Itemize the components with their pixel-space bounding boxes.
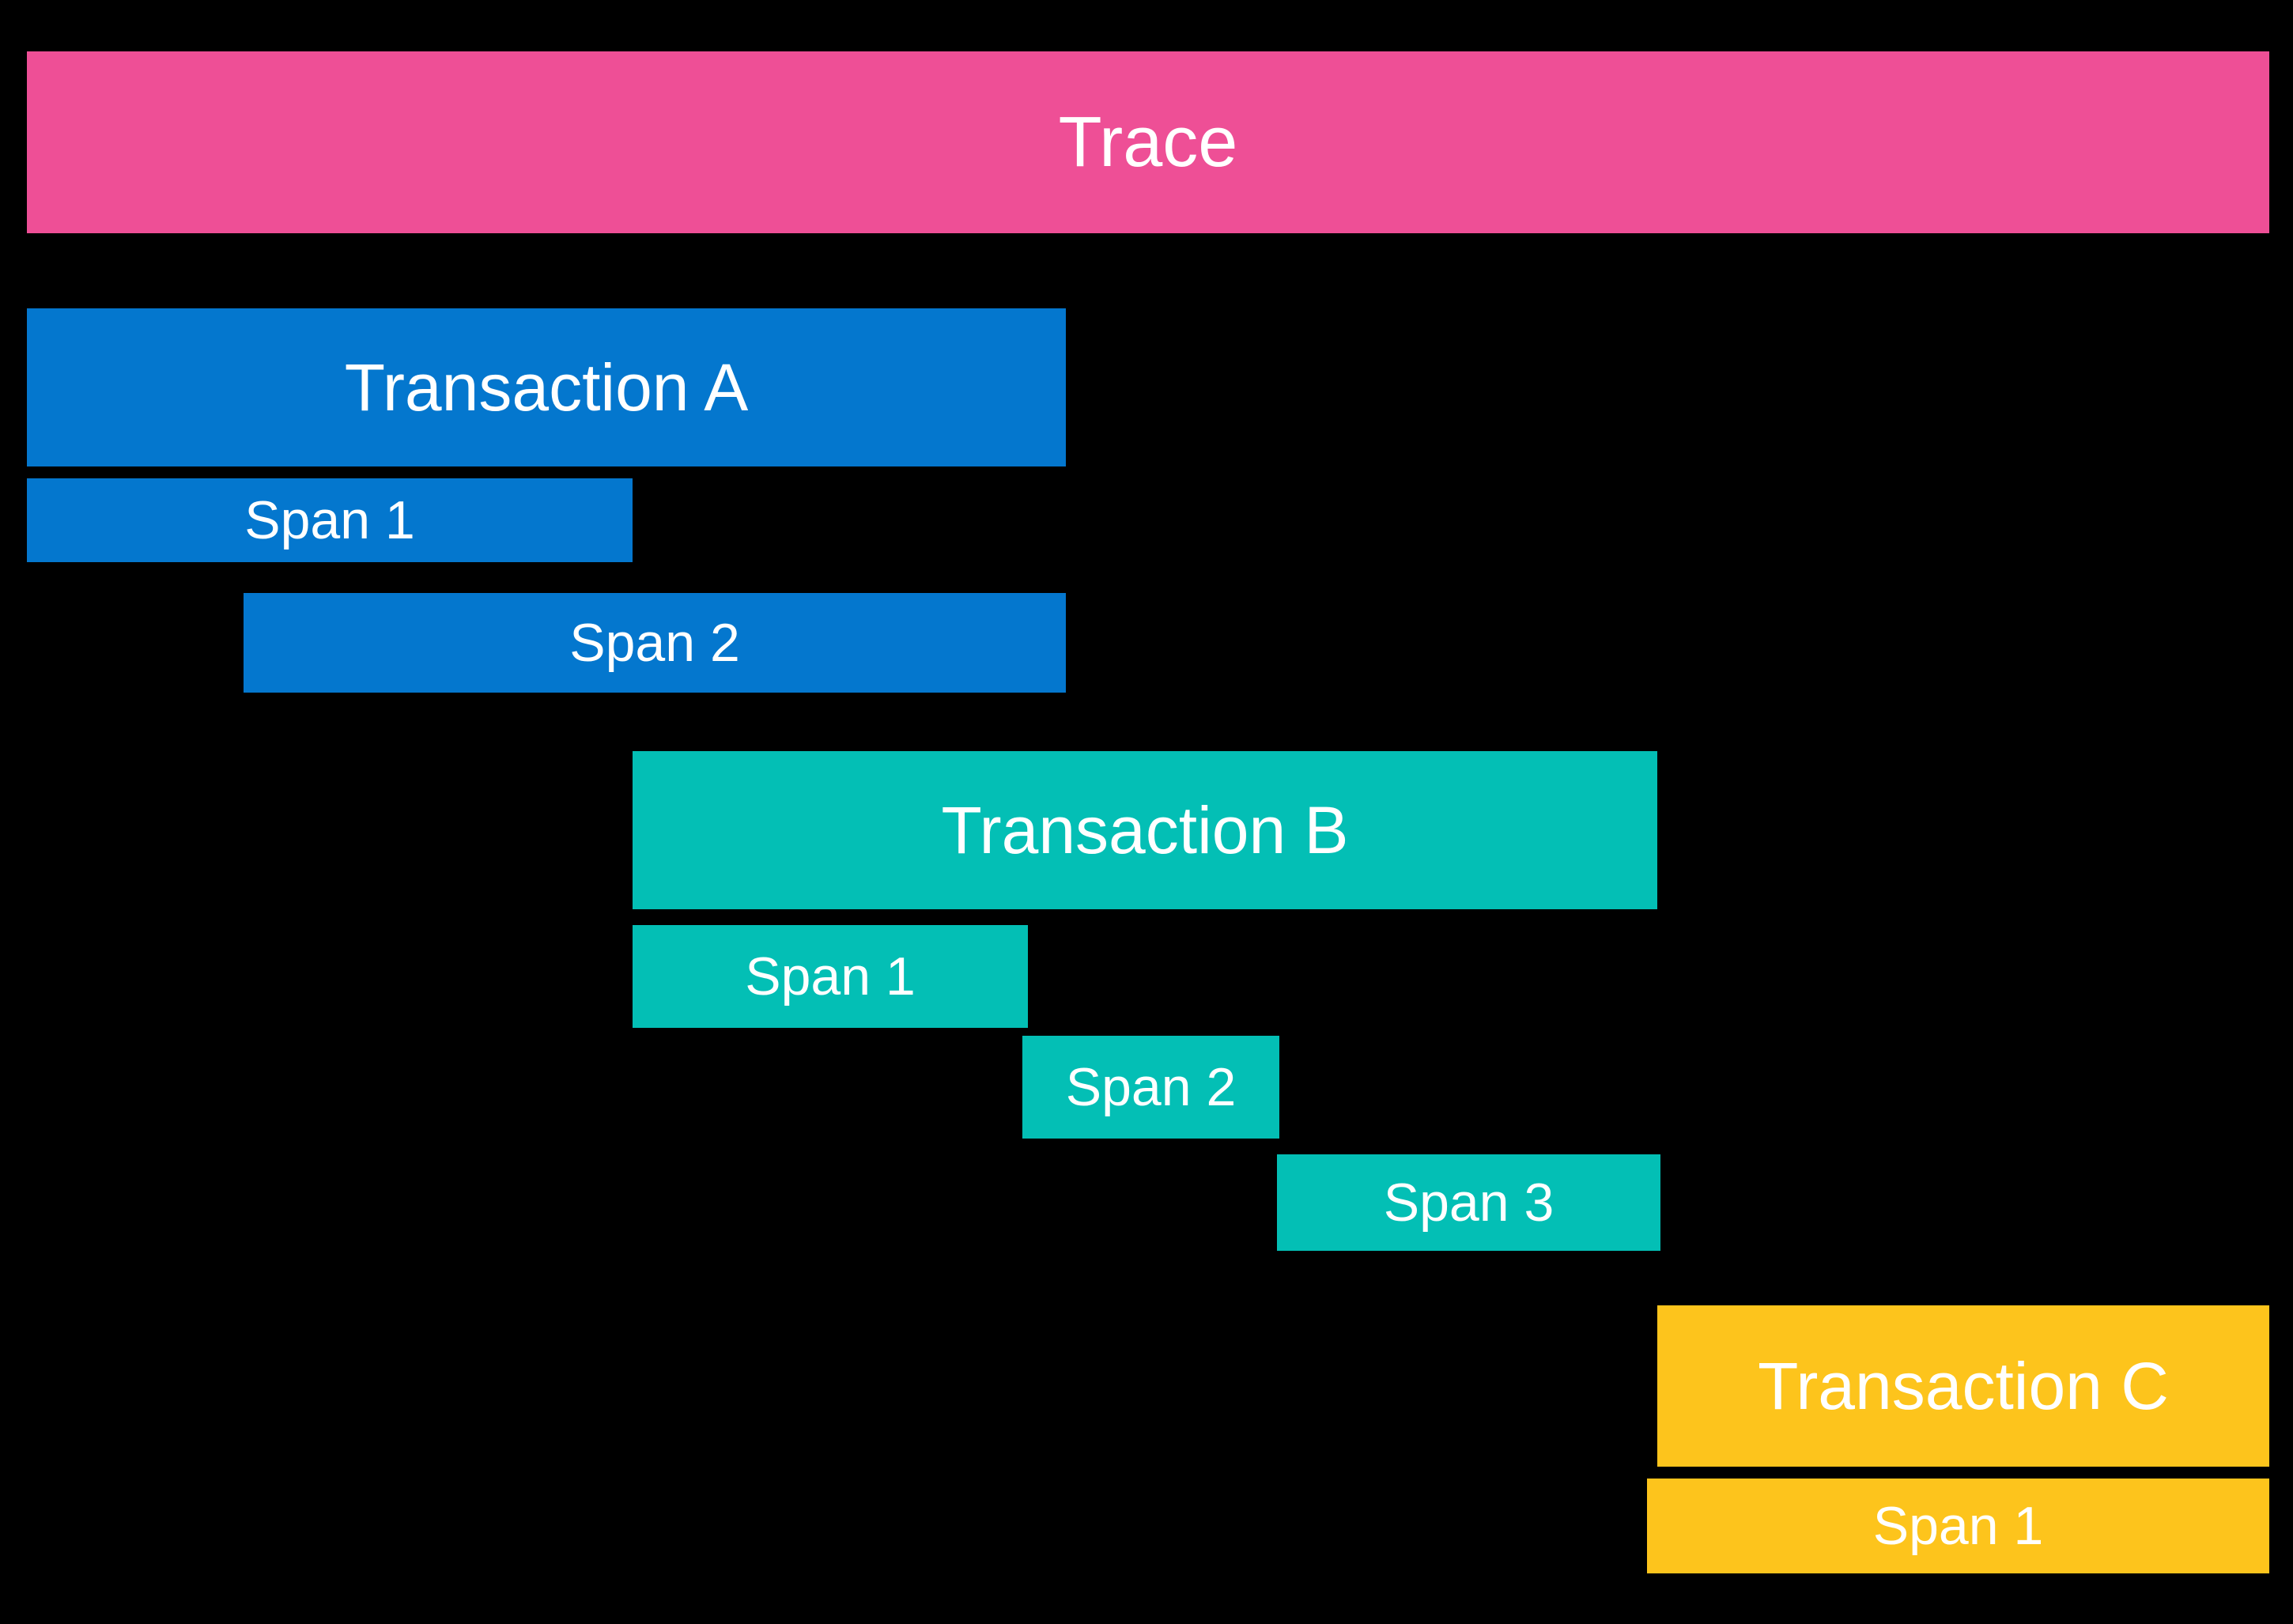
transaction-a-bar[interactable]: Transaction A [27,308,1066,466]
transaction-c-span-1-bar-label: Span 1 [1872,1496,2044,1556]
transaction-c-span-1-bar[interactable]: Span 1 [1647,1479,2269,1573]
transaction-b-span-2-bar[interactable]: Span 2 [1022,1036,1279,1139]
transaction-a-bar-label: Transaction A [344,350,749,425]
transaction-a-span-2-bar[interactable]: Span 2 [244,593,1066,693]
transaction-c-bar[interactable]: Transaction C [1657,1305,2269,1467]
trace-bar-label: Trace [1058,103,1238,182]
transaction-a-span-1-bar-label: Span 1 [244,490,415,550]
transaction-b-span-3-bar-label: Span 3 [1383,1173,1554,1233]
transaction-b-bar[interactable]: Transaction B [633,751,1657,909]
transaction-a-span-2-bar-label: Span 2 [569,613,740,673]
trace-bar[interactable]: Trace [27,51,2269,233]
transaction-b-span-1-bar[interactable]: Span 1 [633,925,1028,1028]
transaction-b-span-1-bar-label: Span 1 [745,946,916,1007]
transaction-c-bar-label: Transaction C [1758,1349,2169,1423]
transaction-b-span-3-bar[interactable]: Span 3 [1277,1154,1660,1251]
transaction-a-span-1-bar[interactable]: Span 1 [27,478,633,562]
transaction-b-bar-label: Transaction B [941,793,1349,867]
transaction-b-span-2-bar-label: Span 2 [1065,1057,1237,1117]
